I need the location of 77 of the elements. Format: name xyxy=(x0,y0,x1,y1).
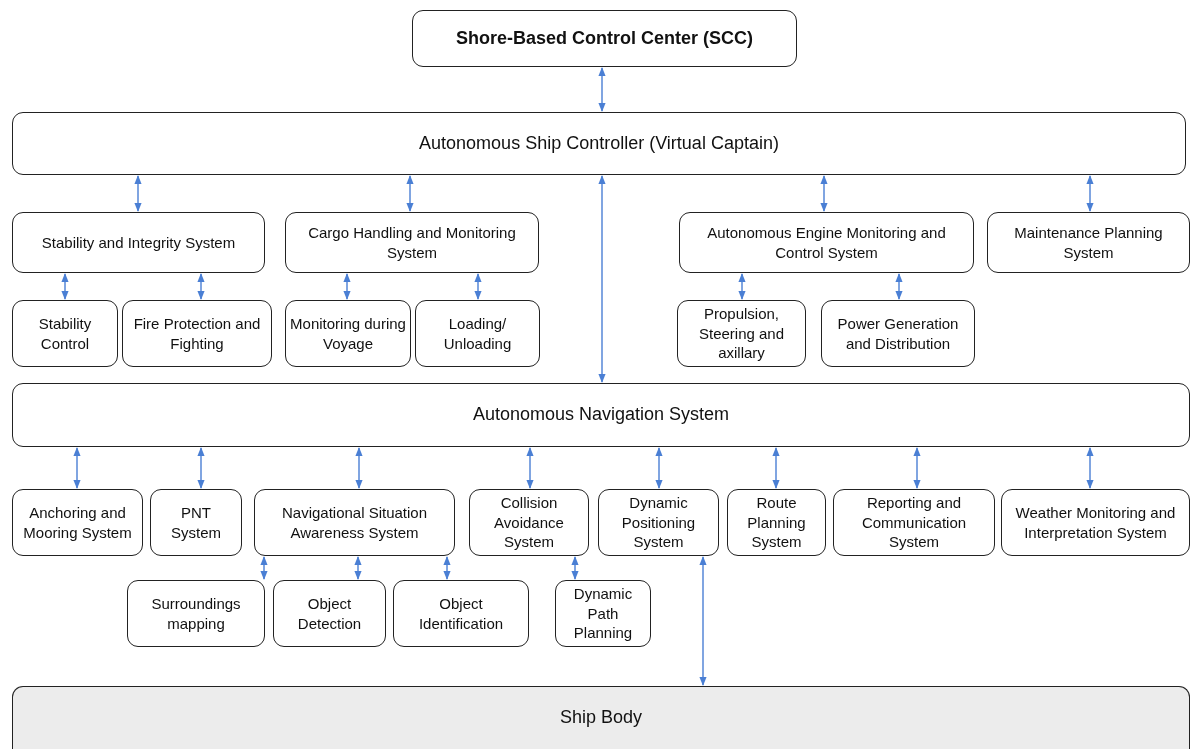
subsystem-box xyxy=(677,300,806,367)
double-arrow xyxy=(1086,175,1094,212)
node-label: Weather Monitoring and Interpretation System xyxy=(1014,503,1177,542)
system-box xyxy=(598,489,719,556)
node-label: Monitoring during Voyage xyxy=(290,314,406,353)
navigation-box xyxy=(12,383,1190,447)
subsystem-box xyxy=(273,580,386,647)
double-arrow xyxy=(355,447,363,489)
node-label: Autonomous Engine Monitoring and Control System xyxy=(706,223,947,262)
node-label: Fire Protection and Fighting xyxy=(132,314,262,353)
double-arrow xyxy=(73,447,81,489)
double-arrow xyxy=(571,556,579,580)
system-box xyxy=(833,489,995,556)
node-label: Dynamic Positioning System xyxy=(620,493,697,552)
double-arrow xyxy=(260,556,268,580)
subsystem-box xyxy=(285,300,411,367)
node-label: Ship Body xyxy=(559,706,643,730)
double-arrow xyxy=(598,175,606,383)
title-box xyxy=(412,10,797,67)
system-box xyxy=(469,489,589,556)
double-arrow xyxy=(474,273,482,300)
system-box xyxy=(285,212,539,273)
node-label: Surroundings mapping xyxy=(150,594,242,633)
subsystem-box xyxy=(122,300,272,367)
double-arrow xyxy=(343,273,351,300)
node-label: Autonomous Navigation System xyxy=(472,403,730,427)
double-arrow xyxy=(913,447,921,489)
double-arrow xyxy=(197,447,205,489)
system-box xyxy=(12,489,143,556)
node-label: Cargo Handling and Monitoring System xyxy=(307,223,517,262)
double-arrow xyxy=(526,447,534,489)
subsystem-box xyxy=(12,300,118,367)
system-box xyxy=(727,489,826,556)
node-label: Loading/ Unloading xyxy=(442,314,513,353)
double-arrow xyxy=(699,556,707,686)
system-box xyxy=(150,489,242,556)
node-label: Reporting and Communication System xyxy=(860,493,968,552)
node-label: Stability Control xyxy=(37,314,93,353)
subsystem-box xyxy=(127,580,265,647)
double-arrow xyxy=(406,175,414,212)
system-box xyxy=(679,212,974,273)
node-label: Maintenance Planning System xyxy=(1013,223,1164,262)
double-arrow xyxy=(820,175,828,212)
subsystem-box xyxy=(555,580,651,647)
system-box xyxy=(254,489,455,556)
node-label: Collision Avoidance System xyxy=(493,493,565,552)
double-arrow xyxy=(354,556,362,580)
controller-box xyxy=(12,112,1186,175)
double-arrow xyxy=(738,273,746,300)
ship-body-box xyxy=(12,686,1190,749)
system-box xyxy=(1001,489,1190,556)
double-arrow xyxy=(772,447,780,489)
system-box xyxy=(987,212,1190,273)
double-arrow xyxy=(598,67,606,112)
subsystem-box xyxy=(393,580,529,647)
node-label: Object Detection xyxy=(296,594,363,633)
node-label: Autonomous Ship Controller (Virtual Captain) xyxy=(419,131,779,155)
node-label: Route Planning System xyxy=(746,493,807,552)
double-arrow xyxy=(443,556,451,580)
double-arrow xyxy=(895,273,903,300)
node-label: Shore-Based Control Center (SCC) xyxy=(456,26,753,50)
double-arrow xyxy=(655,447,663,489)
double-arrow xyxy=(61,273,69,300)
node-label: Power Generation and Distribution xyxy=(836,314,960,353)
node-label: Object Identification xyxy=(417,594,505,633)
double-arrow xyxy=(1086,447,1094,489)
subsystem-box xyxy=(821,300,975,367)
double-arrow xyxy=(134,175,142,212)
node-label: PNT System xyxy=(170,503,222,542)
node-label: Dynamic Path Planning xyxy=(572,584,634,643)
node-label: Propulsion, Steering and axillary xyxy=(697,304,786,363)
node-label: Stability and Integrity System xyxy=(41,232,236,253)
node-label: Anchoring and Mooring System xyxy=(22,503,133,542)
subsystem-box xyxy=(415,300,540,367)
double-arrow xyxy=(197,273,205,300)
system-box xyxy=(12,212,265,273)
node-label: Navigational Situation Awareness System xyxy=(280,503,429,542)
